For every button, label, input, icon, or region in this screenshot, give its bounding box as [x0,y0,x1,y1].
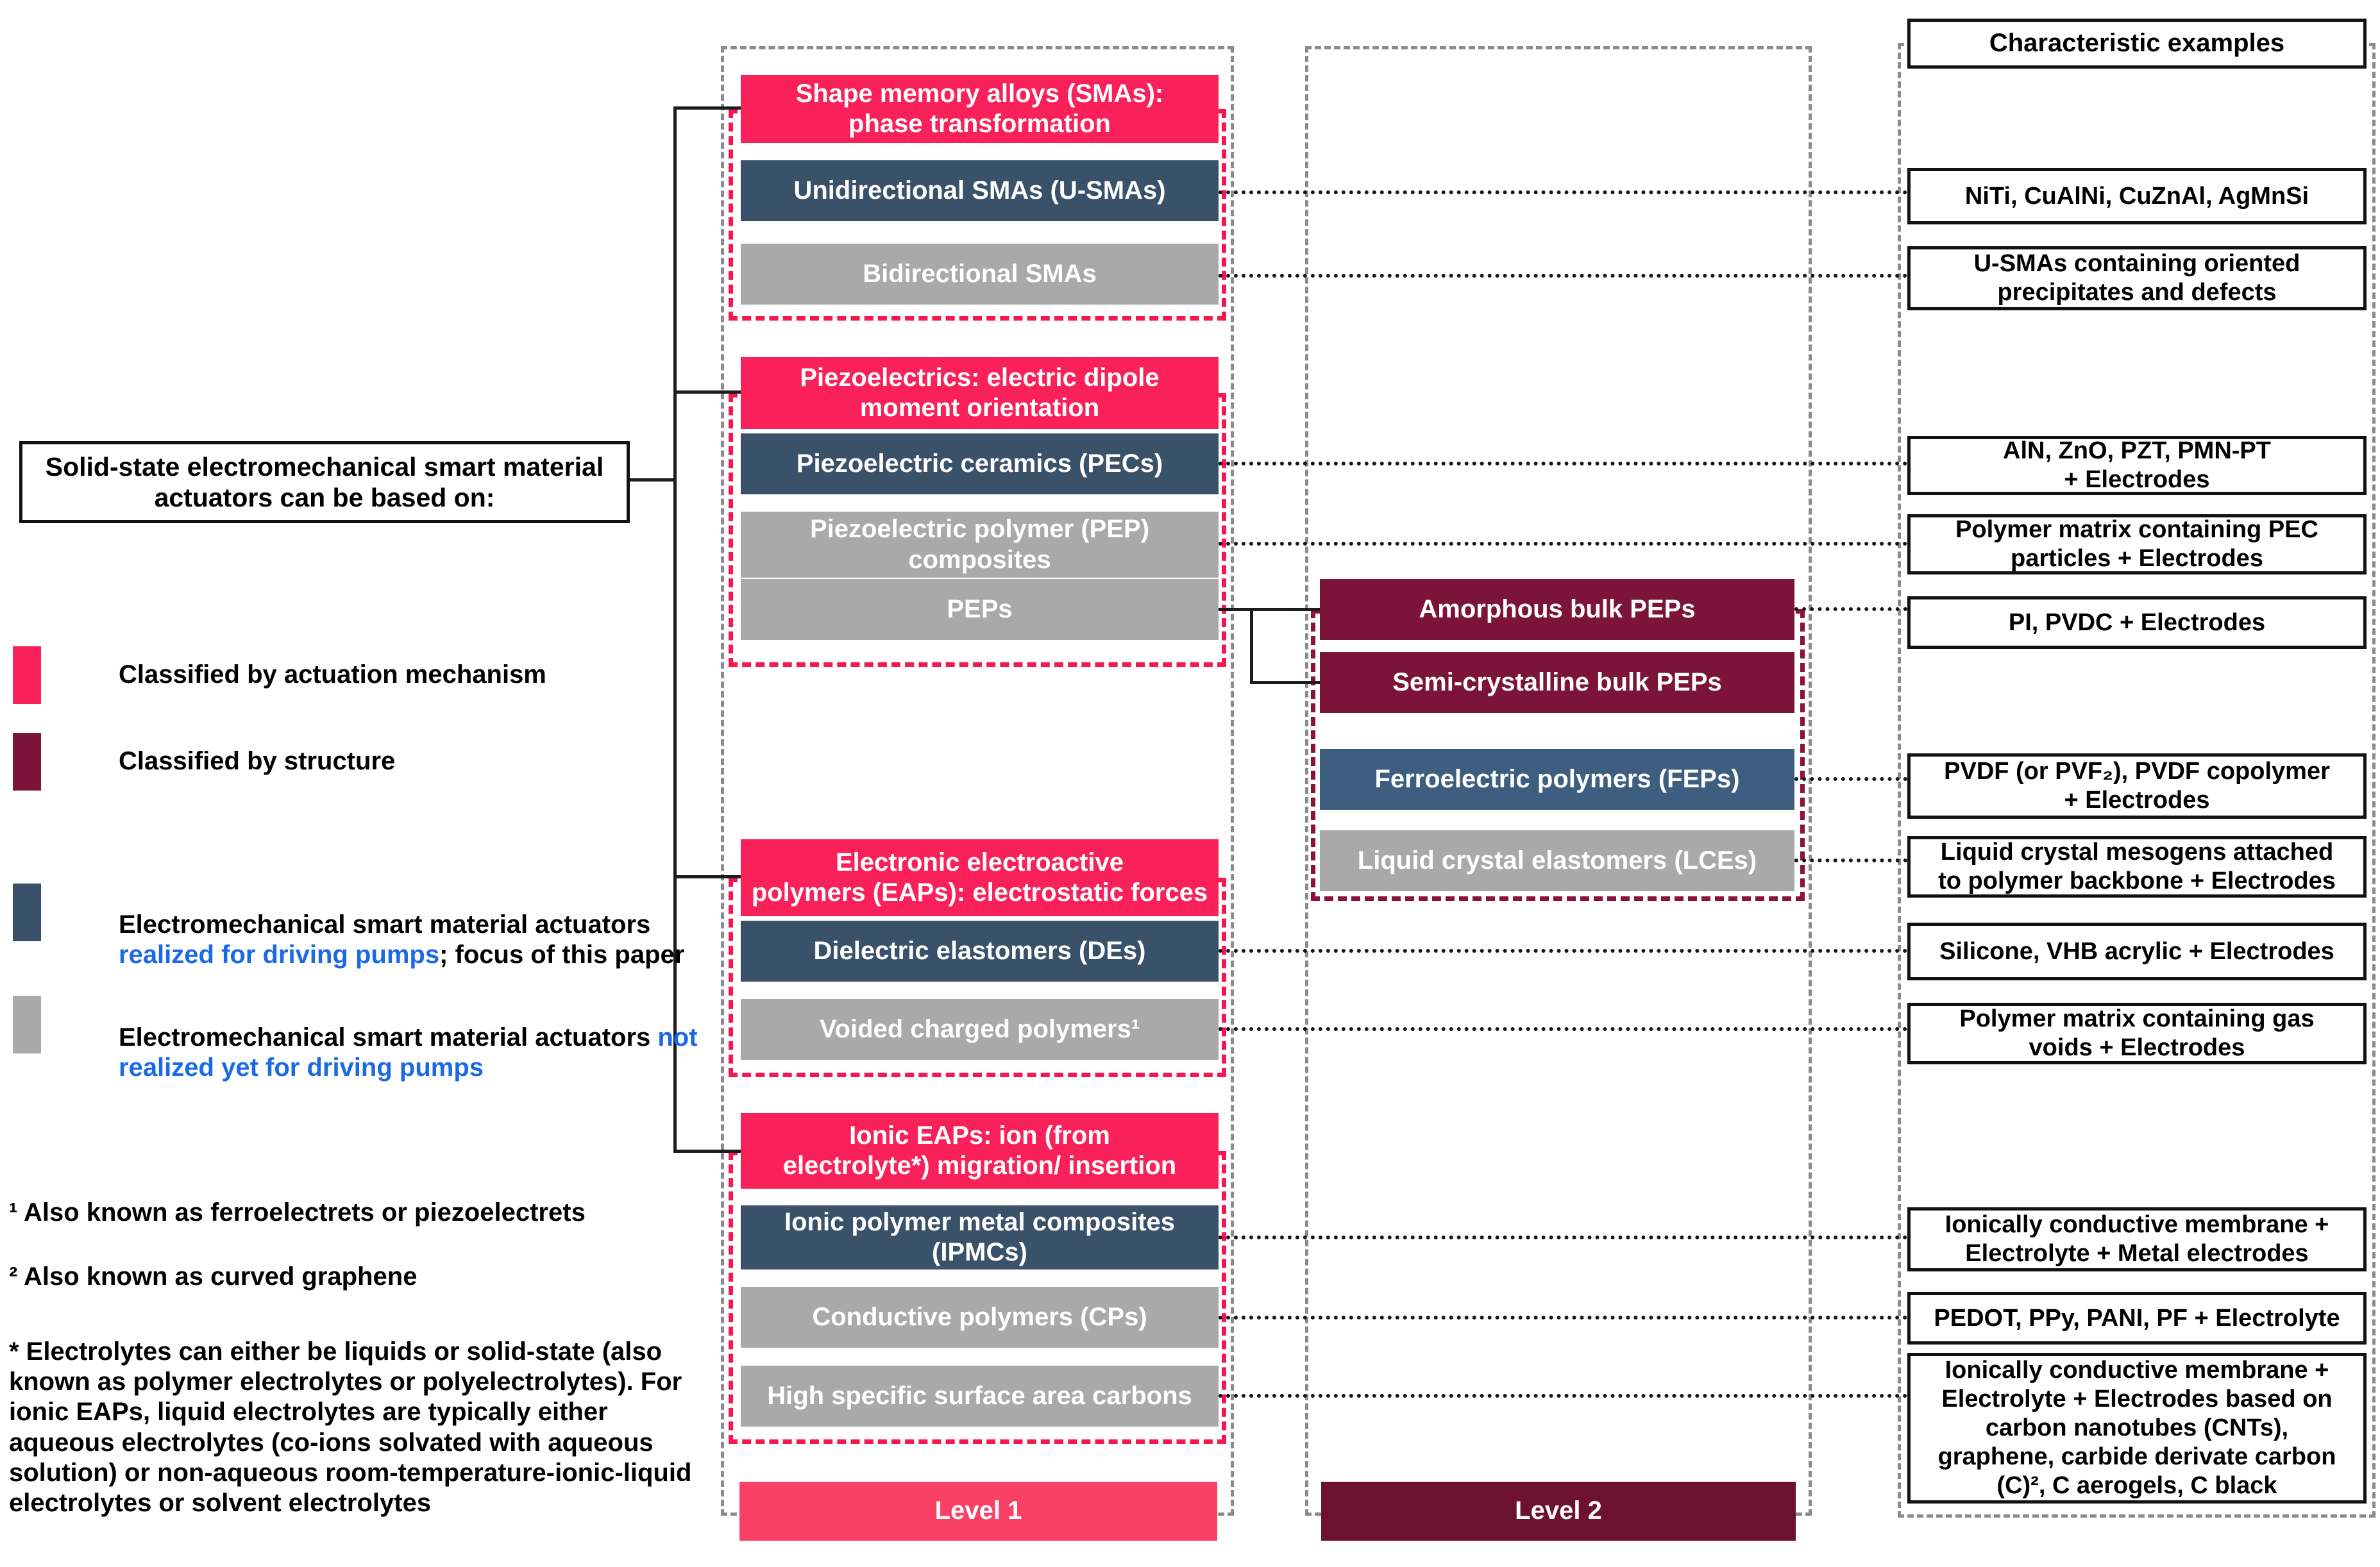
connector-trunk [673,106,677,1153]
legend-label-not-realized: Electromechanical smart material actuato… [119,993,734,1084]
box-conductive-polymers: Conductive polymers (CPs) [741,1287,1219,1348]
dotted-voided-to-example [1219,1027,1907,1031]
dotted-lces-to-example [1794,859,1907,862]
box-ferroelectric-polymers: Ferroelectric polymers (FEPs) [1320,749,1794,810]
footnote-2: ² Also known as curved graphene [9,1262,418,1291]
legend-label-realized: Electromechanical smart material actuato… [119,880,734,971]
footnote-star: * Electrolytes can either be liquids or … [9,1337,692,1517]
box-piezo-header: Piezoelectrics: electric dipole moment o… [741,357,1219,429]
connector-level2-to-semi [1250,681,1320,684]
example-pedot: PEDOT, PPy, PANI, PF + Electrolyte [1907,1292,2367,1345]
dotted-pepcomposites-to-example [1219,542,1907,546]
box-dielectric-elastomers: Dielectric elastomers (DEs) [741,921,1219,982]
level2-label: Level 2 [1321,1482,1796,1541]
example-carbon-electrodes: Ionically conductive membrane + Electrol… [1907,1353,2367,1504]
legend-realized-post: ; focus of this paper [439,941,685,969]
dotted-carbons-to-example [1219,1394,1907,1398]
box-semicrystalline-bulk-peps: Semi-crystalline bulk PEPs [1320,652,1794,713]
box-peps: PEPs [741,579,1219,640]
box-ipmcs: Ionic polymer metal composites (IPMCs) [741,1205,1219,1270]
dotted-usmas-to-niti [1219,190,1907,194]
level1-label: Level 1 [739,1482,1217,1541]
connector-level2-trunk [1250,608,1253,683]
box-unidirectional-smas: Unidirectional SMAs (U-SMAs) [741,160,1219,221]
example-pi-pvdc: PI, PVDC + Electrodes [1907,596,2367,649]
dotted-bismas-to-example [1219,274,1907,278]
box-liquid-crystal-elastomers: Liquid crystal elastomers (LCEs) [1320,830,1794,891]
box-piezoelectric-ceramics: Piezoelectric ceramics (PECs) [741,433,1219,494]
dotted-pecs-to-example [1219,462,1907,465]
legend-not-realized-pre: Electromechanical smart material actuato… [119,1023,658,1052]
footnote-1: ¹ Also known as ferroelectrets or piezoe… [9,1198,586,1227]
connector-branch-ionic [673,1150,741,1153]
legend-label-structure: Classified by structure [119,747,396,775]
example-pec-matrix: Polymer matrix containing PEC particles … [1907,514,2367,574]
example-pvdf: PVDF (or PVF₂), PVDF copolymer + Electro… [1907,753,2367,819]
legend-realized-highlight: realized for driving pumps [119,941,440,969]
legend-swatch-structure [13,733,41,791]
connector-branch-eap [673,875,741,878]
example-niti: NiTi, CuAlNi, CuZnAl, AgMnSi [1907,168,2367,224]
connector-branch-piezo [673,390,741,394]
example-usma: U-SMAs containing oriented precipitates … [1907,246,2367,310]
examples-header: Characteristic examples [1907,19,2367,69]
legend-realized-pre: Electromechanical smart material actuato… [119,910,651,939]
box-bidirectional-smas: Bidirectional SMAs [741,244,1219,305]
dotted-cps-to-example [1219,1316,1907,1320]
legend-swatch-realized [13,884,41,941]
dotted-amorphous-to-example [1794,607,1907,611]
connector-peps-to-amorphous [1219,608,1320,611]
example-ipmc-membrane: Ionically conductive membrane + Electrol… [1907,1207,2367,1271]
legend-swatch-actuation [13,646,41,704]
box-pep-composites: Piezoelectric polymer (PEP) composites [741,512,1219,578]
box-electronic-eap-header: Electronic electroactive polymers (EAPs)… [741,839,1219,916]
dotted-feps-to-example [1794,777,1907,781]
dotted-des-to-example [1219,949,1907,953]
connector-main-to-trunk [630,478,675,482]
legend-swatch-not-realized [13,996,41,1053]
box-sma-header: Shape memory alloys (SMAs): phase transf… [741,75,1219,143]
example-silicone: Silicone, VHB acrylic + Electrodes [1907,923,2367,980]
example-aln: AlN, ZnO, PZT, PMN-PT + Electrodes [1907,436,2367,495]
dotted-ipmcs-to-example [1219,1236,1907,1239]
legend-not-realized-highlight: not realized yet for driving pumps [119,1023,698,1082]
box-high-surface-carbons: High specific surface area carbons [741,1366,1219,1427]
box-ionic-eap-header: Ionic EAPs: ion (from electrolyte*) migr… [741,1113,1219,1189]
box-amorphous-bulk-peps: Amorphous bulk PEPs [1320,579,1794,640]
example-lce-mesogens: Liquid crystal mesogens attached to poly… [1907,836,2367,898]
connector-branch-sma [673,106,741,110]
example-gas-voids: Polymer matrix containing gas voids + El… [1907,1003,2367,1064]
main-title-box: Solid-state electromechanical smart mate… [19,441,630,523]
legend-label-actuation: Classified by actuation mechanism [119,660,546,689]
box-voided-charged-polymers: Voided charged polymers¹ [741,999,1219,1060]
